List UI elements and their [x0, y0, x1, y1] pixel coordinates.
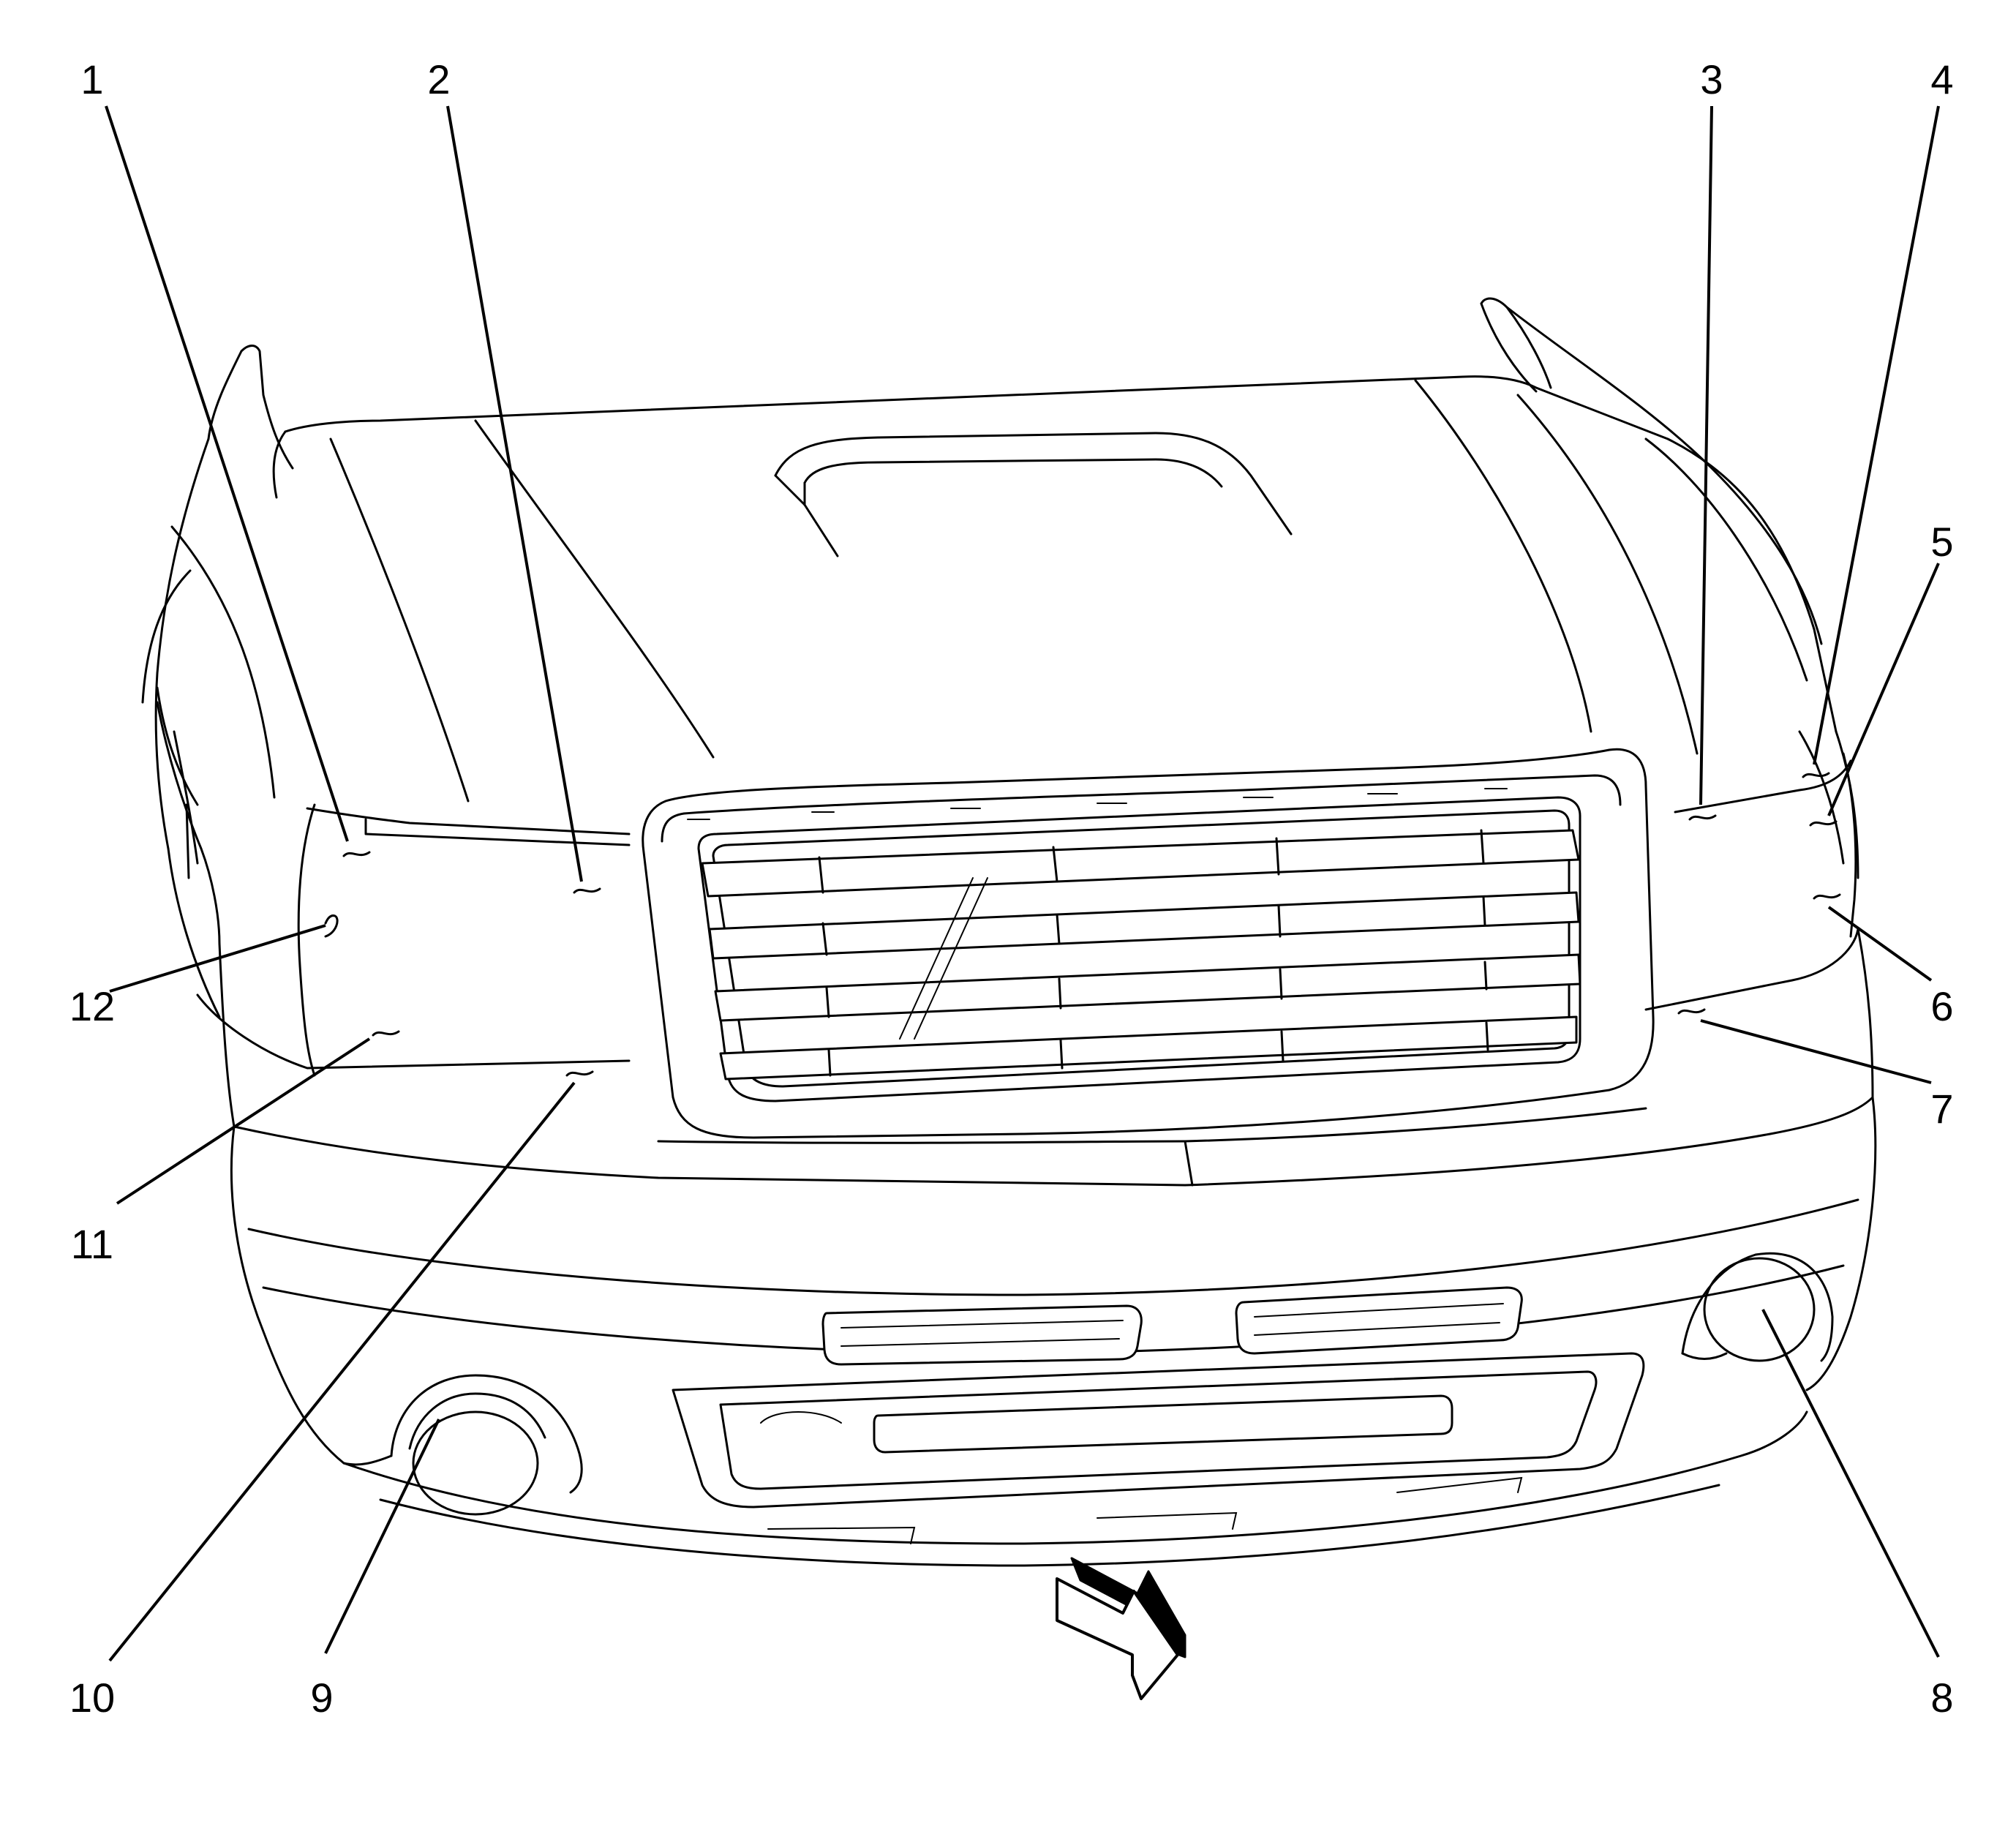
leader-line-2	[446, 105, 583, 882]
callout-1: 1	[80, 56, 103, 102]
view-direction-arrow-icon	[1056, 1557, 1186, 1700]
leader-line-10	[108, 1081, 576, 1662]
front-bumper	[230, 1096, 1877, 1567]
leader-line-5	[1827, 563, 1940, 816]
callout-labels: 1 2 3 4 5 6 7 8 9 10 11 12	[69, 56, 1954, 1721]
leader-line-6	[1827, 906, 1933, 982]
fastener-marks	[324, 772, 1841, 1077]
leader-line-8	[1761, 1309, 1940, 1658]
leader-line-1	[105, 105, 349, 842]
callout-7: 7	[1930, 1086, 1953, 1132]
leader-line-9	[324, 1419, 440, 1654]
callout-6: 6	[1930, 983, 1953, 1029]
hood	[272, 375, 1838, 803]
callout-3: 3	[1700, 56, 1723, 102]
left-fender	[141, 345, 294, 1018]
callout-11: 11	[71, 1221, 113, 1267]
callout-12: 12	[69, 983, 115, 1029]
leader-line-11	[116, 1037, 371, 1205]
leader-lines	[105, 105, 1940, 1662]
right-fender	[1480, 297, 1859, 879]
callout-9: 9	[310, 1675, 333, 1721]
grille	[642, 748, 1655, 1139]
callout-10: 10	[69, 1675, 115, 1721]
leader-line-12	[109, 924, 326, 993]
callout-8: 8	[1930, 1675, 1953, 1721]
callout-2: 2	[427, 56, 450, 102]
leader-line-4	[1813, 105, 1940, 765]
leader-line-3	[1699, 105, 1713, 805]
right-fog-lamp	[1681, 1252, 1834, 1362]
left-fog-lamp	[342, 1374, 583, 1516]
callout-5: 5	[1930, 519, 1953, 565]
front-upper-fascia	[196, 752, 1874, 1187]
callout-4: 4	[1930, 56, 1953, 102]
leader-line-7	[1700, 1019, 1932, 1084]
